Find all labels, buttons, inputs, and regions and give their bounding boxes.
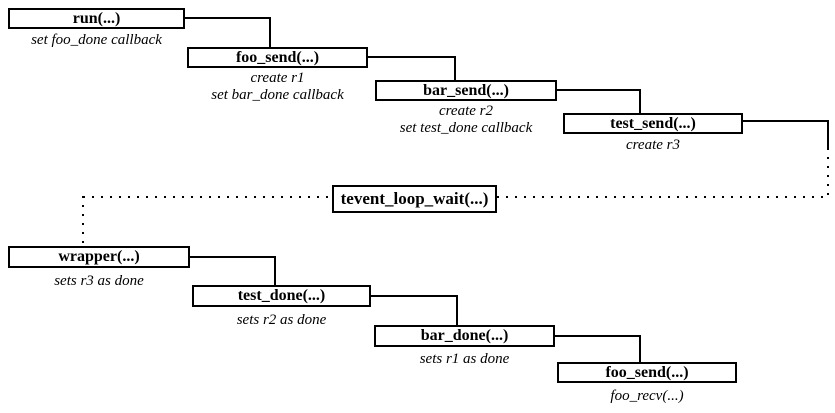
note-line: sets r2 as done — [236, 312, 327, 328]
box-test-done-label: test_done(...) — [237, 287, 326, 304]
note-line: foo_recv(...) — [610, 388, 684, 404]
connector-test_send-loop-h — [743, 120, 829, 122]
note-line: create r2 — [438, 103, 493, 119]
note-bar-done: sets r1 as done — [374, 351, 555, 368]
connector-test_send-loop-v-solid — [827, 120, 829, 148]
connector-run-foo_send-v — [269, 17, 271, 48]
box-tevent-loop-wait: tevent_loop_wait(...) — [332, 185, 497, 213]
note-run: set foo_done callback — [8, 32, 185, 49]
note-foo-send-bottom: foo_recv(...) — [557, 388, 737, 405]
connector-bar_send-test_send-v — [639, 89, 641, 114]
connector-test_done-bar_done-h — [371, 295, 458, 297]
box-test-send: test_send(...) — [563, 113, 743, 134]
note-wrapper: sets r3 as done — [8, 273, 190, 290]
dotted-connector-left-v — [82, 196, 84, 245]
box-foo-send-bottom: foo_send(...) — [557, 362, 737, 383]
note-line: set foo_done callback — [31, 32, 162, 48]
note-line: create r3 — [625, 137, 680, 153]
connector-foo_send-bar_send-h — [368, 56, 456, 58]
box-run: run(...) — [8, 8, 185, 29]
box-foo-send-label: foo_send(...) — [235, 48, 320, 66]
box-run-label: run(...) — [72, 9, 121, 27]
note-line: set test_done callback — [399, 120, 533, 136]
note-test-done: sets r2 as done — [192, 312, 371, 329]
connector-foo_send-bar_send-v — [454, 56, 456, 81]
connector-test_done-bar_done-v — [456, 295, 458, 326]
box-foo-send: foo_send(...) — [187, 47, 368, 68]
note-line: sets r1 as done — [419, 351, 510, 367]
box-bar-done: bar_done(...) — [374, 325, 555, 347]
note-line: create r1 — [250, 70, 305, 86]
connector-wrapper-test_done-v — [274, 256, 276, 286]
note-line: set bar_done callback — [211, 87, 344, 103]
box-tevent-loop-wait-label: tevent_loop_wait(...) — [340, 189, 489, 208]
connector-wrapper-test_done-h — [190, 256, 276, 258]
box-bar-send: bar_send(...) — [375, 80, 557, 101]
box-wrapper-label: wrapper(...) — [58, 248, 140, 265]
box-bar-send-label: bar_send(...) — [423, 81, 509, 99]
box-foo-send-bottom-label: foo_send(...) — [605, 363, 689, 381]
connector-bar_done-foo_send-h — [555, 335, 641, 337]
box-wrapper: wrapper(...) — [8, 246, 190, 268]
note-foo-send: create r1 set bar_done callback — [187, 70, 368, 104]
note-bar-send: create r2 set test_done callback — [375, 103, 557, 137]
dotted-connector-right-h — [497, 196, 829, 198]
dotted-connector-left-h — [83, 196, 332, 198]
dotted-connector-right-v — [827, 148, 829, 197]
box-test-done: test_done(...) — [192, 285, 371, 307]
box-bar-done-label: bar_done(...) — [420, 327, 509, 344]
note-line: sets r3 as done — [54, 273, 144, 289]
connector-bar_done-foo_send-v — [639, 335, 641, 363]
connector-run-foo_send-h — [185, 17, 271, 19]
connector-bar_send-test_send-h — [557, 89, 641, 91]
box-test-send-label: test_send(...) — [610, 114, 696, 132]
note-test-send: create r3 — [563, 137, 743, 154]
